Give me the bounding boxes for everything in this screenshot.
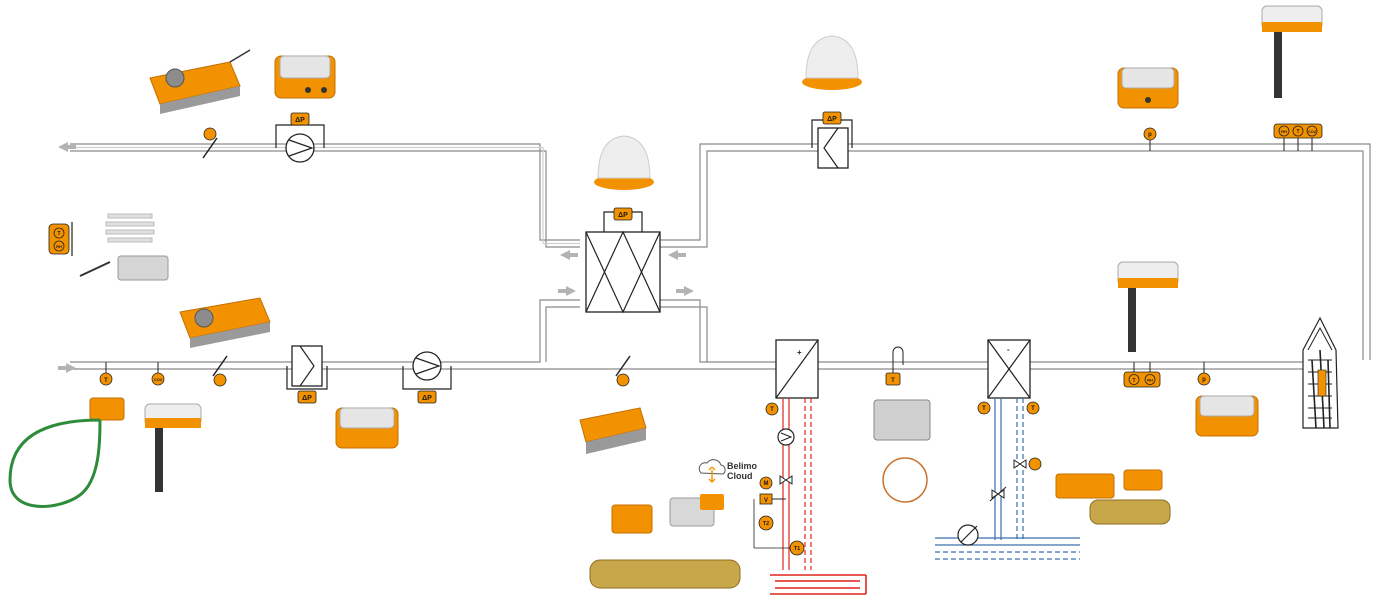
exhaust-arrow [58, 142, 76, 152]
weather-sensor-image [79, 213, 169, 281]
energy-valve-image [589, 494, 741, 589]
t-label: T [982, 406, 986, 412]
extract-air-duct [660, 143, 1371, 360]
heating-temperature-sensor [765, 402, 779, 416]
arrow-left-1 [560, 250, 578, 260]
co2-label: CO2 [1308, 129, 1317, 134]
p-label: p [1148, 132, 1152, 138]
extract-filter-icon [811, 119, 853, 169]
v-label: V [764, 498, 768, 504]
t-label: T [1031, 406, 1035, 412]
cooling-supply-temp [1026, 401, 1040, 415]
t-label: T [104, 378, 108, 384]
damper-actuator-image [149, 49, 251, 114]
cloud-icon [698, 459, 726, 483]
delta-p-badge-extract-filter: ΔP [822, 111, 842, 125]
delta-p-badge-hrx: ΔP [613, 207, 633, 221]
extract-pressure-sensor-image [1117, 67, 1179, 109]
valve-icon [779, 475, 793, 485]
small-actuator-image [579, 407, 647, 454]
co2-label: CO2 [154, 377, 163, 382]
cooling-return-temp [977, 401, 991, 415]
frost-thermostat-image [873, 399, 931, 503]
duct-sensor-image-right [1117, 261, 1179, 352]
heating-coil-sign: + [797, 348, 802, 357]
delta-p-label: ΔP [827, 116, 837, 123]
cooling-valve-icon [1013, 459, 1027, 469]
arrow-right-2 [676, 286, 694, 296]
characterized-valve-image [1055, 469, 1171, 525]
damper-motor-1 [203, 127, 217, 141]
delta-p-badge-exhaust-fan: ΔP [290, 112, 310, 126]
heating-coil-icon [775, 339, 819, 399]
damper-motor-3 [616, 373, 630, 387]
cable-temperature-sensor-image [8, 397, 125, 508]
outdoor-temperature-sensor [99, 372, 113, 386]
supply-filter-icon [286, 345, 328, 390]
damper-motor-2 [213, 373, 227, 387]
delta-p-badge-supply-fan: ΔP [417, 390, 437, 404]
t2-label: T2 [763, 521, 769, 527]
pressure-switch-image-2 [802, 35, 862, 90]
delta-p-label: ΔP [295, 117, 305, 124]
t1-label: T1 [794, 546, 800, 552]
extract-pressure-sensor [1143, 127, 1157, 141]
p-label: p [1202, 377, 1206, 383]
pressure-sensor-image [274, 55, 336, 99]
t-label: T [57, 231, 60, 237]
supply-pressure-sensor [1197, 372, 1211, 386]
m-label: M [764, 481, 769, 487]
damper-icon [202, 137, 631, 377]
room-building-icon [1302, 316, 1339, 429]
pressure-sensor-image-supply [335, 407, 399, 449]
supply-fan-icon [402, 351, 452, 390]
arrow-right-1 [558, 286, 576, 296]
valve-motor [759, 476, 773, 490]
heating-water-circuit: T M V T2 T1 [753, 398, 867, 595]
sensor-badges: ΔP ΔP ΔP ΔP ΔP T CO2 p [48, 111, 1323, 404]
rh-label: RH [1281, 129, 1287, 134]
delta-p-label: ΔP [422, 395, 432, 402]
outdoor-air-arrow [58, 363, 76, 373]
rh-label: RH [1147, 378, 1153, 383]
delta-p-label: ΔP [302, 395, 312, 402]
damper-actuator-image-2 [179, 297, 271, 348]
arrow-left-2 [668, 250, 686, 260]
cooling-coil-sign: - [1007, 345, 1010, 354]
delta-p-badge-supply-filter: ΔP [297, 390, 317, 404]
t-label: T [1296, 129, 1299, 135]
t-label: T [891, 378, 895, 384]
flow-arrows [58, 142, 694, 373]
t-label: T [770, 407, 774, 413]
duct-sensor-image-top [1261, 5, 1323, 98]
delta-p-label: ΔP [618, 212, 628, 219]
t-label: T [1132, 378, 1135, 384]
rh-label: RH [56, 244, 62, 249]
cooling-coil-icon [987, 339, 1031, 399]
pressure-switch-image [594, 135, 654, 190]
exhaust-fan-icon [275, 124, 325, 163]
cloud-label-line2: Cloud [727, 471, 753, 481]
cooling-water-circuit: T T [935, 398, 1080, 560]
duct-sensor-image-left [144, 403, 202, 492]
t2-sensor [758, 515, 774, 531]
heat-exchanger-icon [585, 211, 661, 314]
cooling-valve-motor [1028, 457, 1042, 471]
cloud-label-line1: Belimo [727, 461, 758, 471]
pressure-sensor-image-right [1195, 395, 1259, 437]
outdoor-co2-sensor [151, 372, 165, 386]
